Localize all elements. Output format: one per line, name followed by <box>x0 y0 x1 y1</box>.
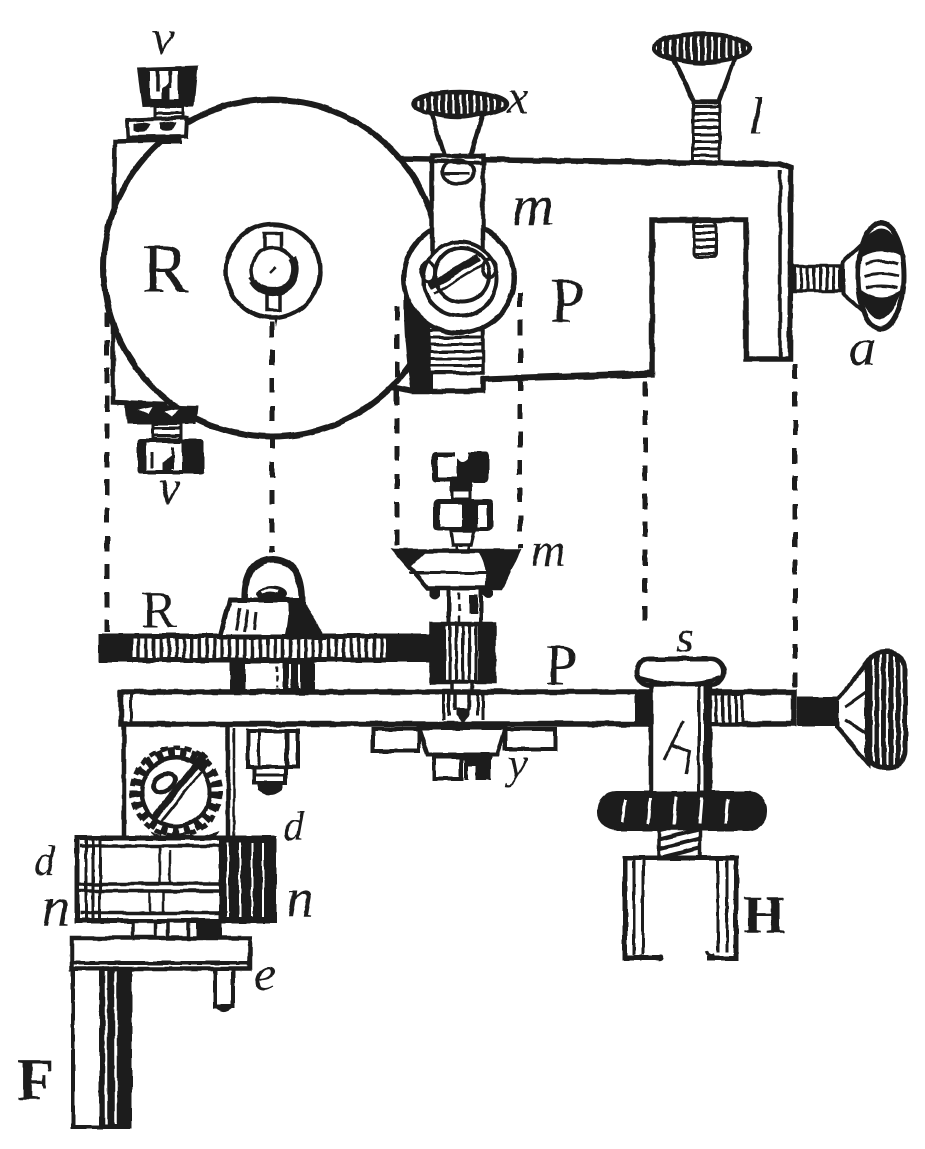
svg-text:F: F <box>17 1047 54 1113</box>
svg-text:R: R <box>142 231 189 308</box>
svg-text:P: P <box>550 265 586 336</box>
svg-text:m: m <box>531 524 566 577</box>
svg-text:d: d <box>34 839 56 885</box>
svg-text:n: n <box>42 877 70 939</box>
svg-text:d: d <box>283 804 305 850</box>
svg-text:R: R <box>141 580 177 640</box>
svg-text:m: m <box>512 173 554 238</box>
svg-text:H: H <box>743 885 785 945</box>
svg-text:v: v <box>152 9 175 65</box>
svg-text:y: y <box>504 739 528 788</box>
svg-text:s: s <box>676 611 694 662</box>
svg-text:x: x <box>506 71 528 124</box>
svg-text:l: l <box>749 88 763 145</box>
svg-text:e: e <box>254 945 276 1001</box>
svg-text:v: v <box>158 459 181 515</box>
svg-text:a: a <box>849 317 876 377</box>
svg-text:n: n <box>286 868 314 930</box>
svg-text:P: P <box>545 632 577 697</box>
